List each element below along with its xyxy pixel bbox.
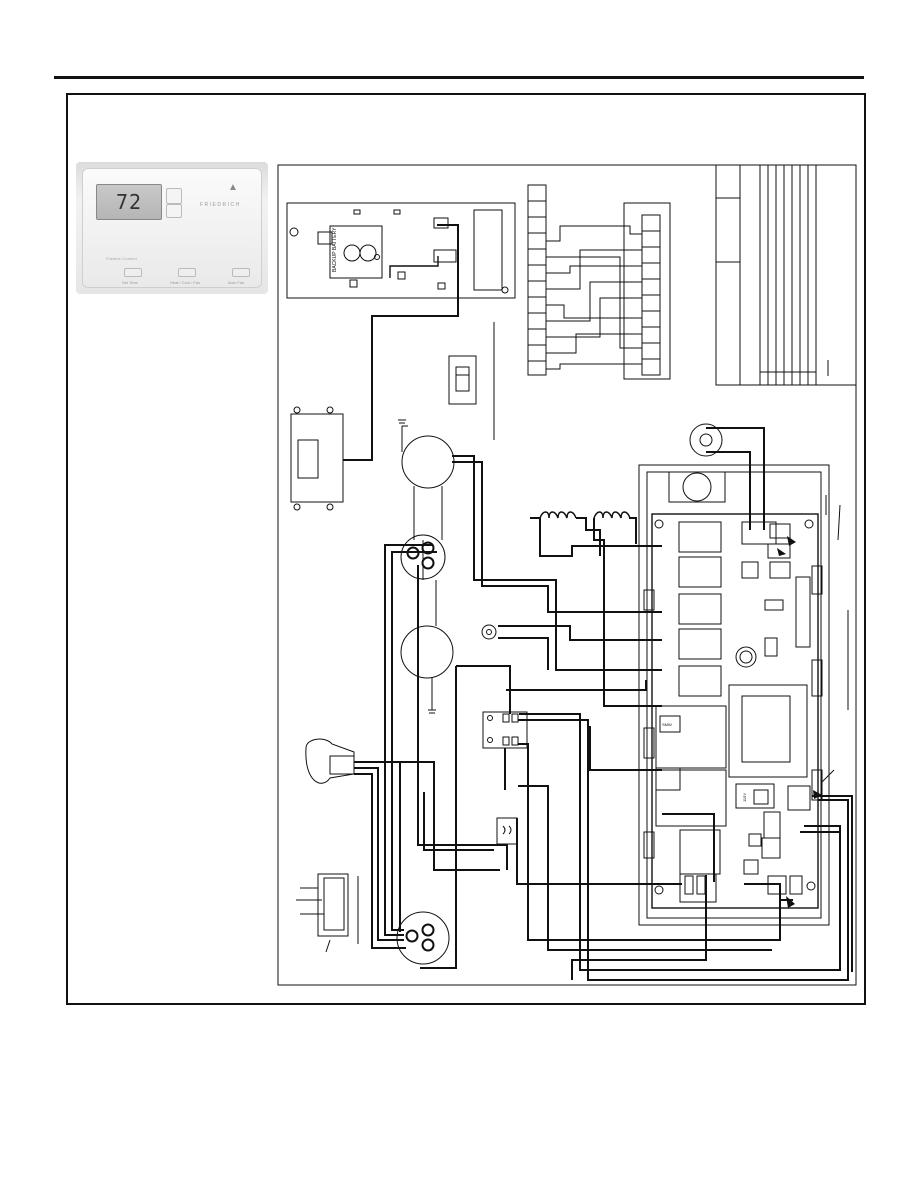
header-rule [54, 76, 864, 79]
battery-label: BACKUP BATTERY [332, 227, 338, 272]
relay-4 [678, 628, 722, 660]
wiring-chart-table [715, 164, 857, 386]
smw-relay-label: SMW [662, 722, 672, 727]
figure-frame [66, 93, 866, 1005]
terminal-block-left [527, 184, 547, 376]
heater-coil-left [539, 511, 577, 519]
terminal-block-small [482, 711, 528, 749]
sensor-bracket [296, 873, 359, 953]
board-connector-mid [433, 249, 457, 263]
smw-relay [659, 715, 681, 733]
battery-holder [329, 225, 383, 279]
fan-motor-upper [398, 419, 455, 540]
ground-ring [689, 423, 723, 457]
thermostat-ribbon-text: Friedrich Comfort [106, 256, 137, 261]
thermostat-down-button [166, 204, 182, 218]
thin-wiring [417, 540, 437, 626]
capacitor-lower [396, 911, 450, 965]
heater-coil-right [593, 511, 631, 519]
thermostat-display: 72 [96, 184, 162, 220]
transformer [728, 684, 808, 778]
terminal-block-right [623, 202, 671, 380]
relay-large-2 [655, 769, 727, 827]
diagram-frame [277, 164, 857, 986]
thermostat-brand: FRIEDRICH [200, 202, 241, 208]
relay-2 [678, 556, 722, 588]
thermostat-button-2-caption: Heat / Cool / Fan [170, 280, 201, 285]
thermostat-button-2 [178, 268, 196, 277]
thermostat-cable [343, 224, 459, 461]
relay-3 [678, 593, 722, 625]
board-connector-top [433, 217, 449, 229]
thermostat-button-3-caption: Auto Fan [228, 280, 245, 285]
cross-wiring [546, 225, 642, 370]
thermostat-housing: 72 ▲ FRIEDRICH Friedrich Comfort Set Tim… [82, 168, 262, 288]
wire-grommet [481, 624, 497, 640]
terminal-strip [473, 209, 503, 291]
pin-header [795, 576, 811, 648]
relay-5 [678, 665, 722, 697]
thermostat-button-1 [124, 268, 142, 277]
sensor-plug [305, 738, 355, 784]
relay-large-1 [655, 705, 727, 769]
main-control-board [638, 464, 849, 926]
battery-cell-2 [359, 244, 377, 262]
jumper-label: 115V [742, 793, 747, 802]
compressor-motor [400, 625, 454, 714]
thermostat-photo: 72 ▲ FRIEDRICH Friedrich Comfort Set Tim… [76, 162, 268, 294]
thermostat-up-button [166, 188, 182, 204]
thermostat-button-3 [232, 268, 250, 277]
thermal-fuse [496, 817, 518, 845]
main-wiring [354, 427, 853, 981]
display-temperature: 72 [115, 190, 143, 214]
battery-cell-1 [343, 244, 361, 262]
thermostat-circuit-board [286, 202, 516, 299]
battery-connector [317, 231, 333, 245]
relay-1 [678, 521, 722, 553]
power-supply-module [290, 406, 344, 511]
brand-logo-icon: ▲ [228, 182, 238, 193]
wall-receptacle [448, 322, 495, 440]
thermostat-button-1-caption: Set Time [122, 280, 138, 285]
jumper-switch [735, 783, 775, 809]
